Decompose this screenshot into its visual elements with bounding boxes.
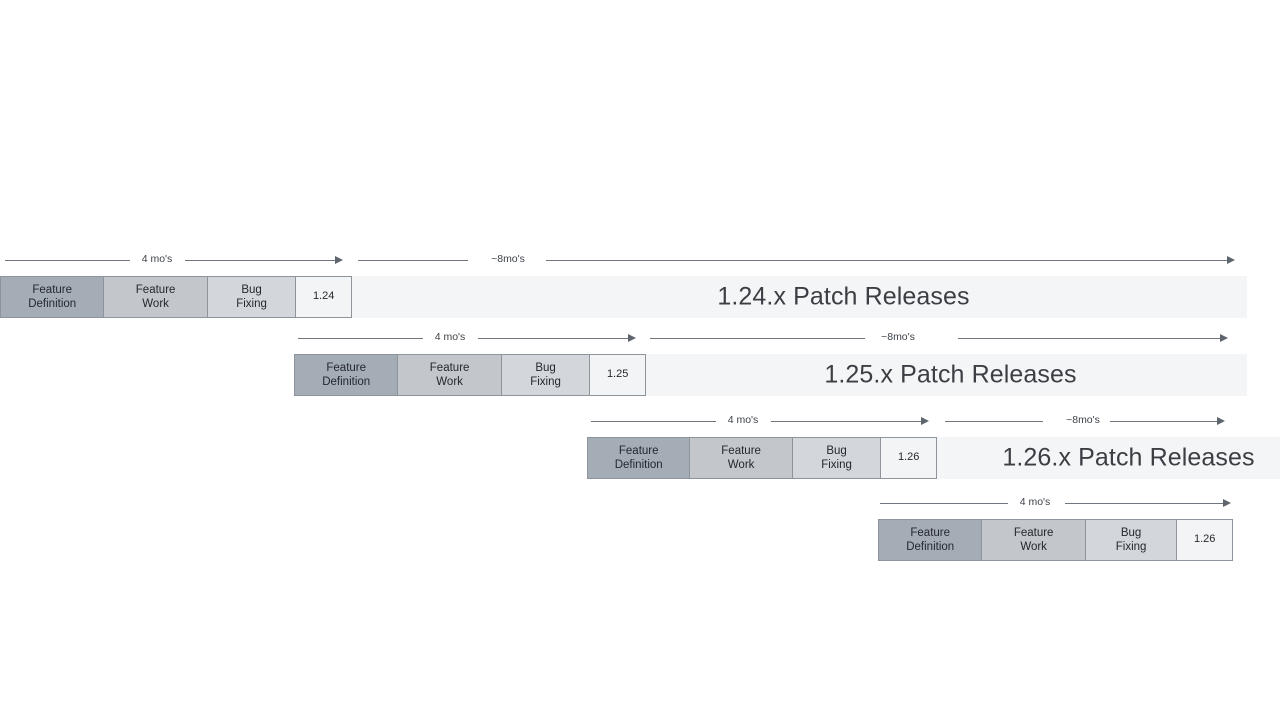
phase-label-line1: Feature bbox=[326, 361, 367, 374]
phase-label-line2: Fixing bbox=[530, 376, 561, 388]
dev-duration-measure-1-26: 4 mo's bbox=[591, 413, 933, 431]
phase-label-line1: Feature bbox=[618, 444, 659, 457]
phase-label-line2: Fixing bbox=[821, 459, 852, 471]
patch-duration-label-1-26: ~8mo's bbox=[1066, 414, 1100, 426]
version-label: 1.24 bbox=[312, 290, 335, 303]
phase-label-line1: Bug bbox=[826, 444, 847, 457]
patch-duration-measure-1-24: ~8mo's bbox=[358, 252, 1238, 270]
phase-label-line1: Bug bbox=[241, 283, 262, 296]
phase-label-line2: Work bbox=[436, 376, 463, 388]
version-box-1-26[interactable]: 1.26 bbox=[881, 438, 936, 478]
dev-duration-label-1-26: 4 mo's bbox=[727, 414, 759, 426]
phase-label-line2: Definition bbox=[614, 459, 663, 471]
patch-duration-label-1-24: ~8mo's bbox=[491, 253, 525, 265]
arrow-head-icon bbox=[1223, 499, 1231, 507]
dev-duration-label-next: 4 mo's bbox=[1019, 496, 1051, 508]
dev-duration-label-1-25: 4 mo's bbox=[434, 331, 466, 343]
patch-release-label-1-26: 1.26.x Patch Releases bbox=[1002, 443, 1255, 472]
arrow-head-icon bbox=[921, 417, 929, 425]
version-box-next[interactable]: 1.26 bbox=[1177, 520, 1233, 560]
version-label: 1.26 bbox=[897, 451, 920, 464]
arrow-head-icon bbox=[335, 256, 343, 264]
phase-label-line1: Feature bbox=[1013, 526, 1054, 539]
arrow-head-icon bbox=[1217, 417, 1225, 425]
dev-duration-label-1-24: 4 mo's bbox=[141, 253, 173, 265]
phase-label-line1: Bug bbox=[1120, 526, 1142, 539]
patch-duration-label-1-25: ~8mo's bbox=[881, 331, 915, 343]
dev-duration-measure-next: 4 mo's bbox=[880, 495, 1236, 513]
phase-bug-fixing-next[interactable]: Bug Fixing bbox=[1085, 520, 1178, 560]
phase-label-line2: Work bbox=[1020, 541, 1047, 553]
phase-bar-1-26: Feature Definition Feature Work Bug Fixi… bbox=[587, 437, 937, 479]
patch-duration-measure-1-26: ~8mo's bbox=[945, 413, 1237, 431]
phase-label-line1: Feature bbox=[32, 283, 73, 296]
phase-bug-fixing-1-24[interactable]: Bug Fixing bbox=[207, 277, 297, 317]
phase-label-line1: Feature bbox=[910, 526, 951, 539]
patch-release-label-1-24: 1.24.x Patch Releases bbox=[717, 282, 970, 311]
patch-release-label-1-25: 1.25.x Patch Releases bbox=[824, 360, 1077, 389]
arrow-head-icon bbox=[1227, 256, 1235, 264]
phase-feature-work-1-25[interactable]: Feature Work bbox=[398, 355, 502, 395]
phase-label-line2: Work bbox=[727, 459, 755, 471]
phase-label-line2: Definition bbox=[28, 298, 77, 310]
phase-label-line1: Feature bbox=[429, 361, 470, 374]
arrow-head-icon bbox=[628, 334, 636, 342]
phase-bar-next: Feature Definition Feature Work Bug Fixi… bbox=[878, 519, 1233, 561]
phase-feature-definition-1-26[interactable]: Feature Definition bbox=[588, 438, 691, 478]
phase-bar-1-24: Feature Definition Feature Work Bug Fixi… bbox=[0, 276, 352, 318]
phase-bar-1-25: Feature Definition Feature Work Bug Fixi… bbox=[294, 354, 646, 396]
version-box-1-25[interactable]: 1.25 bbox=[590, 355, 645, 395]
version-label: 1.26 bbox=[1193, 533, 1216, 546]
arrow-head-icon bbox=[1220, 334, 1228, 342]
dev-duration-measure-1-25: 4 mo's bbox=[298, 330, 638, 348]
patch-duration-measure-1-25: ~8mo's bbox=[650, 330, 1238, 348]
phase-label-line2: Work bbox=[142, 298, 169, 310]
phase-feature-work-1-26[interactable]: Feature Work bbox=[690, 438, 793, 478]
phase-feature-definition-1-24[interactable]: Feature Definition bbox=[1, 277, 105, 317]
phase-feature-definition-1-25[interactable]: Feature Definition bbox=[295, 355, 399, 395]
phase-bug-fixing-1-25[interactable]: Bug Fixing bbox=[501, 355, 591, 395]
phase-bug-fixing-1-26[interactable]: Bug Fixing bbox=[792, 438, 882, 478]
phase-feature-work-1-24[interactable]: Feature Work bbox=[104, 277, 208, 317]
phase-label-line1: Feature bbox=[721, 444, 761, 457]
dev-duration-measure-1-24: 4 mo's bbox=[5, 252, 345, 270]
phase-feature-definition-next[interactable]: Feature Definition bbox=[879, 520, 983, 560]
phase-label-line1: Bug bbox=[535, 361, 556, 374]
version-box-1-24[interactable]: 1.24 bbox=[296, 277, 351, 317]
phase-label-line2: Fixing bbox=[1115, 541, 1147, 553]
phase-label-line2: Definition bbox=[322, 376, 371, 388]
phase-label-line2: Fixing bbox=[236, 298, 267, 310]
version-label: 1.25 bbox=[606, 368, 629, 381]
phase-label-line2: Definition bbox=[906, 541, 955, 553]
phase-label-line1: Feature bbox=[135, 283, 176, 296]
phase-feature-work-next[interactable]: Feature Work bbox=[982, 520, 1086, 560]
